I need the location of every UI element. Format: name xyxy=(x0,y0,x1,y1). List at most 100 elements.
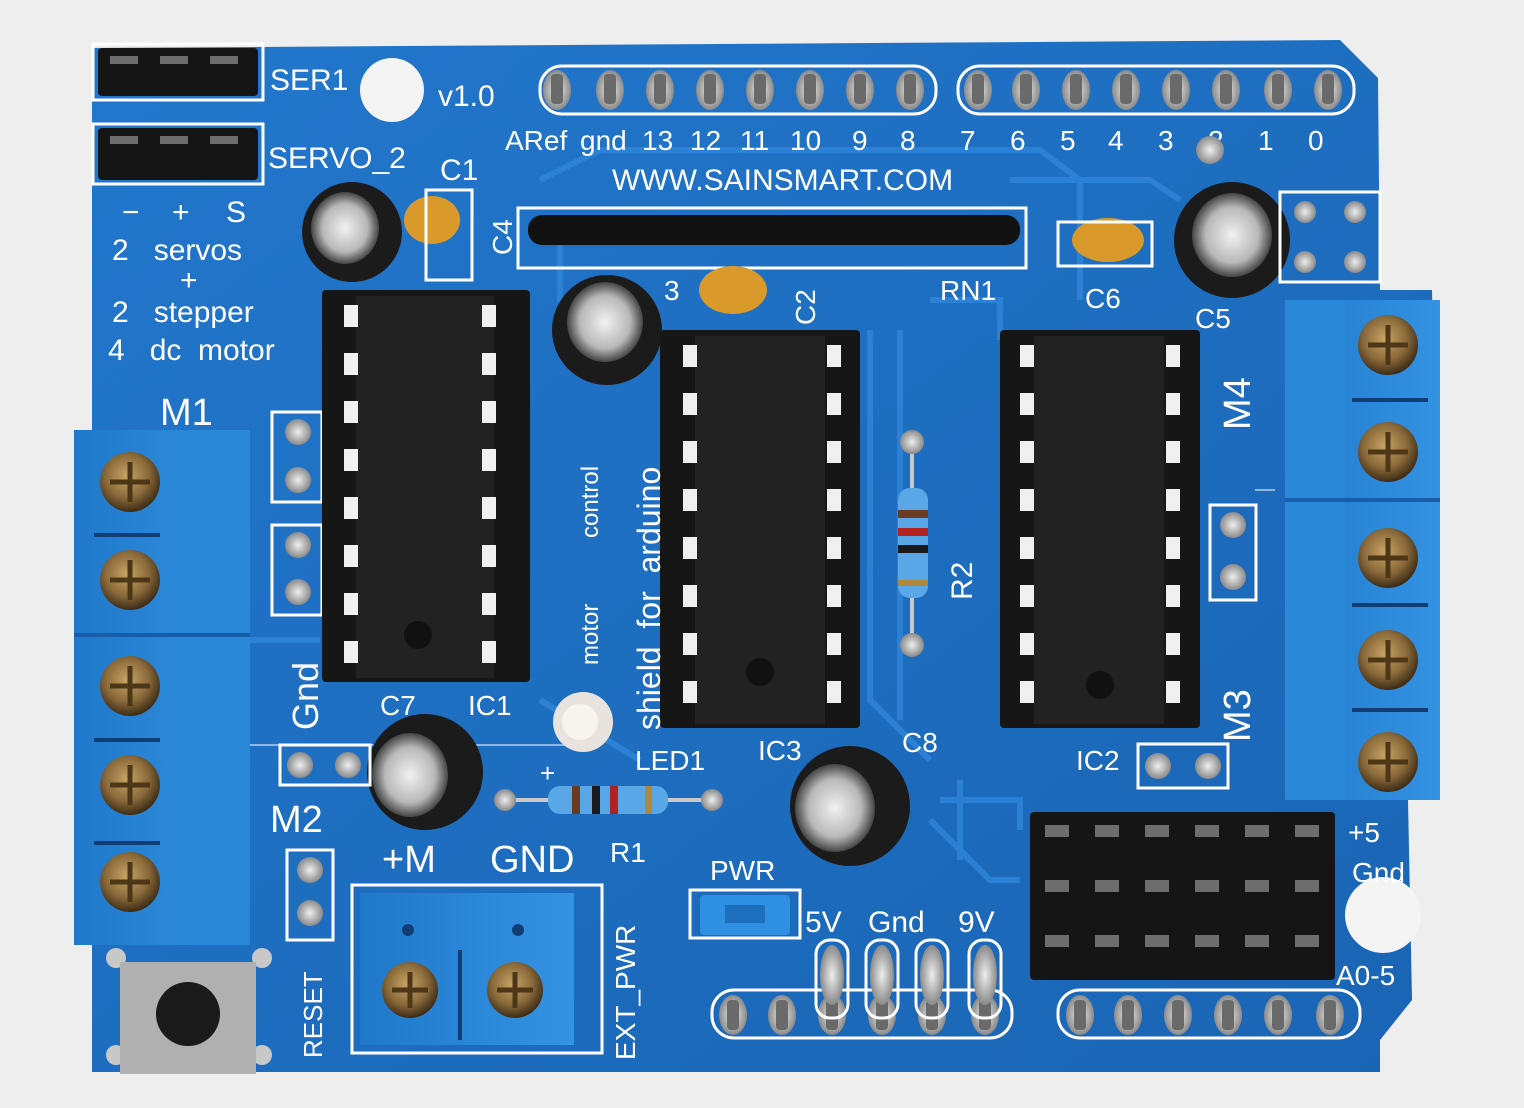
header-pin xyxy=(1045,825,1069,837)
terminal-screw[interactable] xyxy=(100,550,160,610)
header-pin xyxy=(746,70,774,110)
pin-label: 12 xyxy=(690,125,721,156)
chip-pin xyxy=(1020,393,1034,415)
ext-pwr-label: EXT_PWR xyxy=(610,925,641,1060)
c3-label: 3 xyxy=(664,275,680,306)
header-pin xyxy=(1095,935,1119,947)
terminal-screw[interactable] xyxy=(100,452,160,512)
header-pin xyxy=(1145,825,1169,837)
capacitor-c8 xyxy=(790,746,910,866)
servo2-header[interactable] xyxy=(98,128,258,180)
chip-pin xyxy=(482,545,496,567)
c8-label: C8 xyxy=(902,727,938,758)
v9-label: 9V xyxy=(958,906,995,939)
header-pin xyxy=(1164,995,1192,1035)
pin-label: gnd xyxy=(580,125,627,156)
terminal-screw[interactable] xyxy=(100,852,160,912)
header-pin xyxy=(868,995,896,1035)
chip-pin xyxy=(1166,393,1180,415)
v5-label: 5V xyxy=(805,906,842,939)
led1 xyxy=(553,692,613,752)
ic2-pins xyxy=(1020,345,1180,703)
top-pins xyxy=(543,70,1342,110)
pcb-traces xyxy=(250,147,1182,883)
header-pin xyxy=(1095,825,1119,837)
pin-label: 5 xyxy=(1060,125,1076,156)
chip-ic3 xyxy=(660,330,860,728)
terminal-screw[interactable] xyxy=(1358,422,1418,482)
ceramic-cap-c2 xyxy=(699,266,767,314)
terminal-screw[interactable] xyxy=(100,656,160,716)
right-screws xyxy=(1358,315,1418,792)
chip-pin xyxy=(344,353,358,375)
pin-label: 9 xyxy=(852,125,868,156)
pin-label: 8 xyxy=(900,125,916,156)
power-pin xyxy=(967,938,1003,1020)
resistor-network-rn1 xyxy=(528,215,1020,245)
chip-pin xyxy=(344,641,358,663)
bottom-pin-header-right xyxy=(1056,988,1362,1040)
header-pin xyxy=(1066,995,1094,1035)
header-pin xyxy=(1295,880,1319,892)
chip-ic2 xyxy=(1000,330,1200,728)
header-pin xyxy=(1314,70,1342,110)
mounting-hole-top xyxy=(360,58,424,122)
chip-pin xyxy=(683,393,697,415)
chip-pin xyxy=(1020,633,1034,655)
chip-pin xyxy=(827,585,841,607)
header-pin xyxy=(1095,880,1119,892)
rn1-label: RN1 xyxy=(940,275,996,306)
chip-pin xyxy=(344,593,358,615)
header-pin xyxy=(1214,995,1242,1035)
terminal-screw[interactable] xyxy=(1358,732,1418,792)
header-pin xyxy=(696,70,724,110)
reset-button[interactable] xyxy=(106,948,272,1074)
url-text: WWW.SAINSMART.COM xyxy=(612,164,953,197)
m3-label: M3 xyxy=(1217,689,1259,742)
stepper-line: 2 stepper xyxy=(112,296,254,329)
c2-label: C2 xyxy=(790,289,821,325)
pin-label: 3 xyxy=(1158,125,1174,156)
terminal-screw[interactable] xyxy=(100,755,160,815)
chip-pin xyxy=(683,537,697,559)
header-pin xyxy=(1212,70,1240,110)
terminal-screw[interactable] xyxy=(1358,528,1418,588)
pin-label: 7 xyxy=(960,125,976,156)
header-pin xyxy=(1316,995,1344,1035)
resistor-r1 xyxy=(494,786,723,814)
header-pin xyxy=(1264,70,1292,110)
chip-pin xyxy=(1166,345,1180,367)
ic3-label: IC3 xyxy=(758,735,802,766)
pwr-jumper[interactable] xyxy=(688,888,802,940)
analog-pin-header[interactable] xyxy=(1030,812,1335,980)
header-pin xyxy=(543,70,571,110)
terminal-screw[interactable] xyxy=(1358,315,1418,375)
servos-line: 2 servos xyxy=(112,234,242,267)
pwr-label: PWR xyxy=(710,855,775,886)
ser1-frame xyxy=(91,42,265,102)
gnd-main-label: GND xyxy=(490,839,574,881)
capacitor-c3-left xyxy=(302,182,402,282)
chip-pin xyxy=(1020,585,1034,607)
chip-pin xyxy=(482,353,496,375)
chip-pin xyxy=(683,345,697,367)
ser1-label: SER1 xyxy=(270,64,348,97)
servo2-label: SERVO_2 xyxy=(268,142,406,175)
chip-pin xyxy=(1166,537,1180,559)
ser1-header[interactable] xyxy=(98,48,258,96)
shield-text: shield for arduino xyxy=(631,467,667,730)
ceramic-cap-c1 xyxy=(404,196,460,244)
pin-label: 11 xyxy=(740,125,769,156)
header-pin xyxy=(1264,995,1292,1035)
terminal-screw[interactable] xyxy=(1358,630,1418,690)
control-text: control xyxy=(577,466,604,538)
chip-pin xyxy=(683,585,697,607)
version-label: v1.0 xyxy=(438,80,495,113)
power-pin xyxy=(914,938,950,1020)
chip-pin xyxy=(827,633,841,655)
header-pin xyxy=(846,70,874,110)
chip-pin xyxy=(344,449,358,471)
header-pin xyxy=(1195,880,1219,892)
header-pin xyxy=(1245,935,1269,947)
chip-pin xyxy=(482,449,496,471)
